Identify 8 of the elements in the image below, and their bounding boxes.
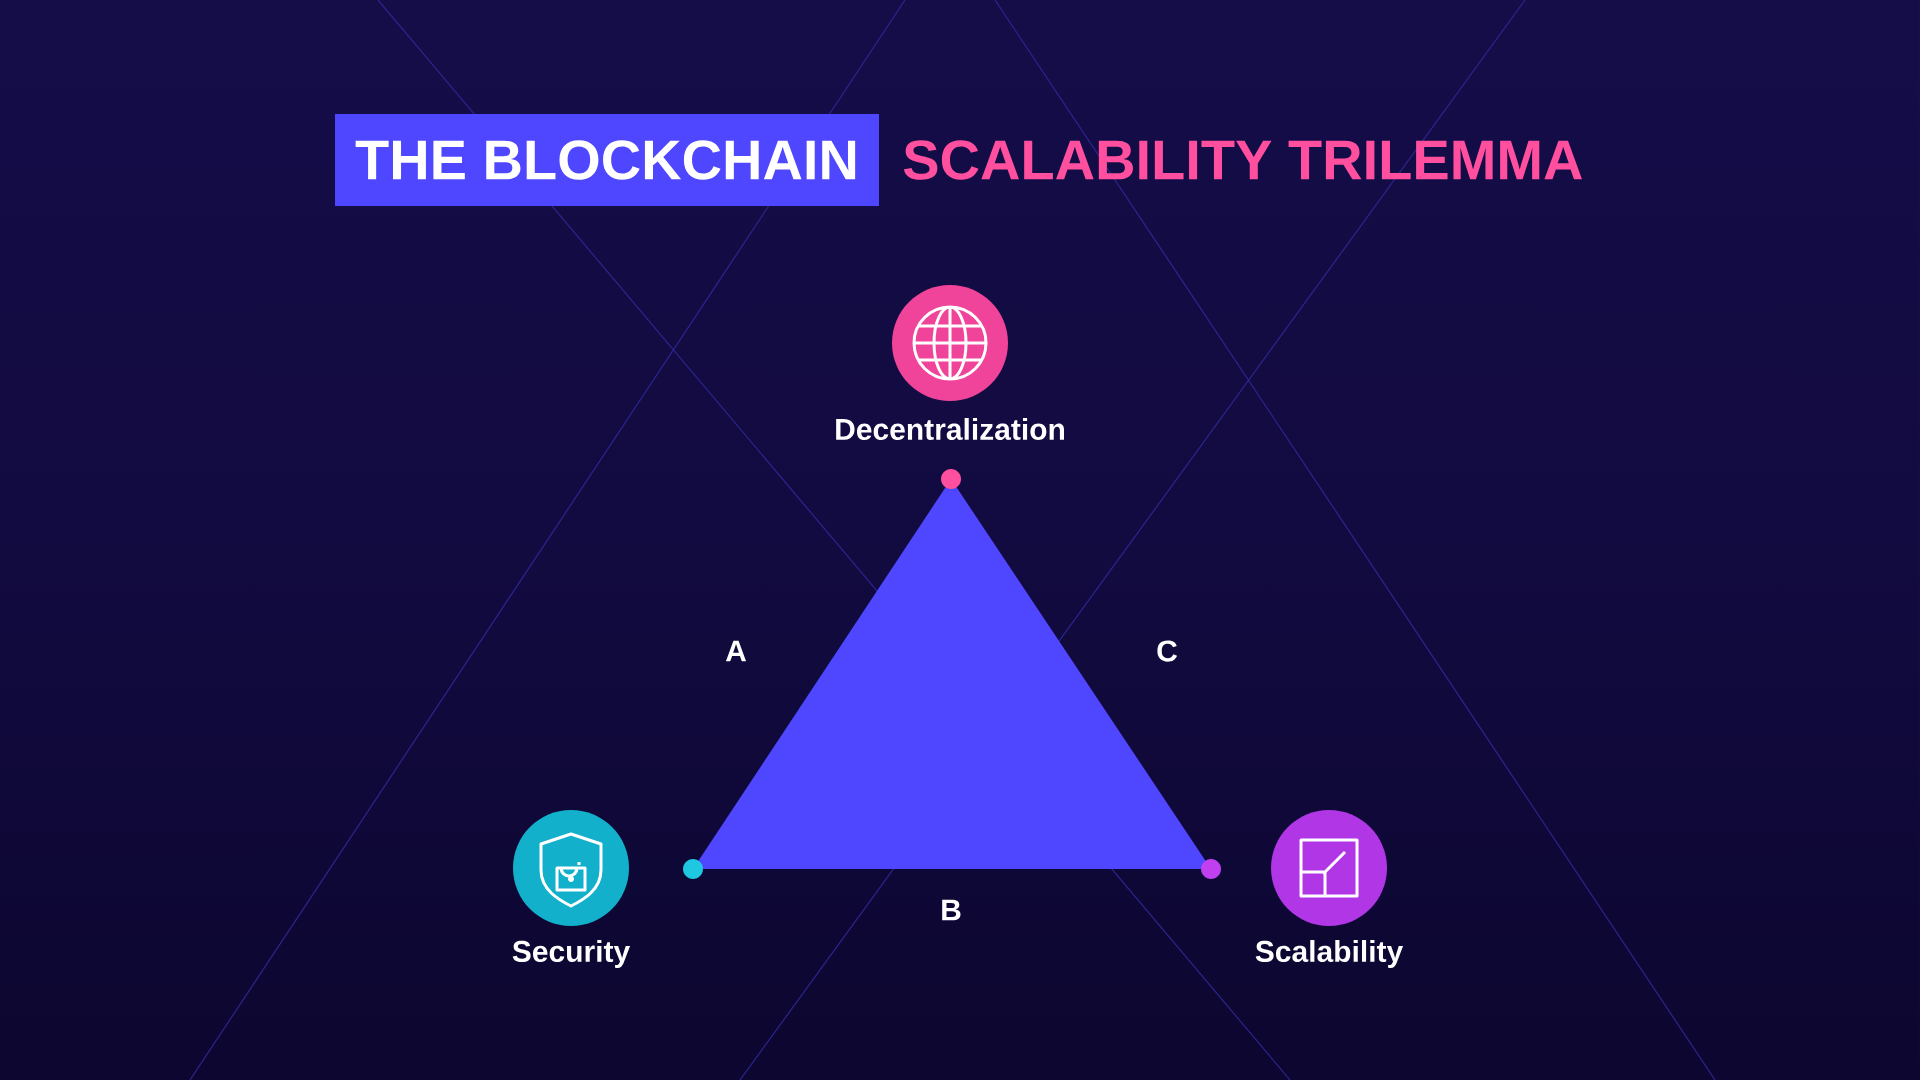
side-label: A (725, 640, 747, 662)
title-text: SCALABILITY TRILEMMA (903, 140, 1582, 180)
node-label: Decentralization (836, 418, 1064, 441)
title-box: THE BLOCKCHAIN (335, 114, 879, 206)
side-label: C (1157, 640, 1177, 662)
node-label: Scalability (1255, 940, 1404, 968)
side-label: B (942, 899, 961, 921)
node-label: Security (512, 940, 631, 968)
